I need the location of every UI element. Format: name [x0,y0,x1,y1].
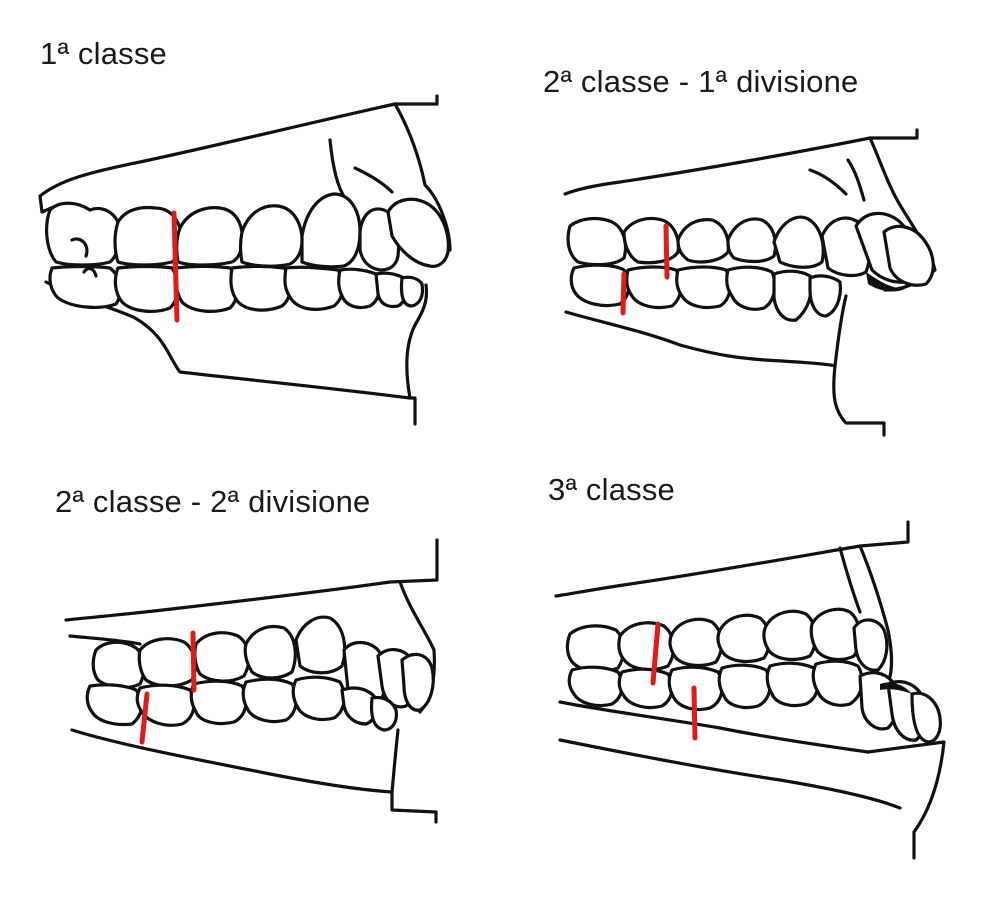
lower-molar-marker [620,271,627,316]
dentition-class-3 [554,520,946,860]
dentition-class-2-div-2 [64,538,439,824]
lower-molar-marker [691,685,698,741]
upper-molar-marker [190,630,197,693]
panel-title-class-1: 1ª classe [40,36,167,71]
panel-title-class-3: 3ª classe [548,472,675,507]
panel-title-class-2-div-2: 2ª classe - 2ª divisione [55,484,371,519]
lower-molar-marker [139,691,150,745]
upper-molar-marker [663,223,670,280]
dentition-class-1 [38,94,452,426]
dentition-class-2-div-1 [563,128,937,437]
upper-molar-marker [650,621,661,686]
panel-title-class-2-div-1: 2ª classe - 1ª divisione [543,64,859,99]
molar-relation-marker [171,210,180,323]
